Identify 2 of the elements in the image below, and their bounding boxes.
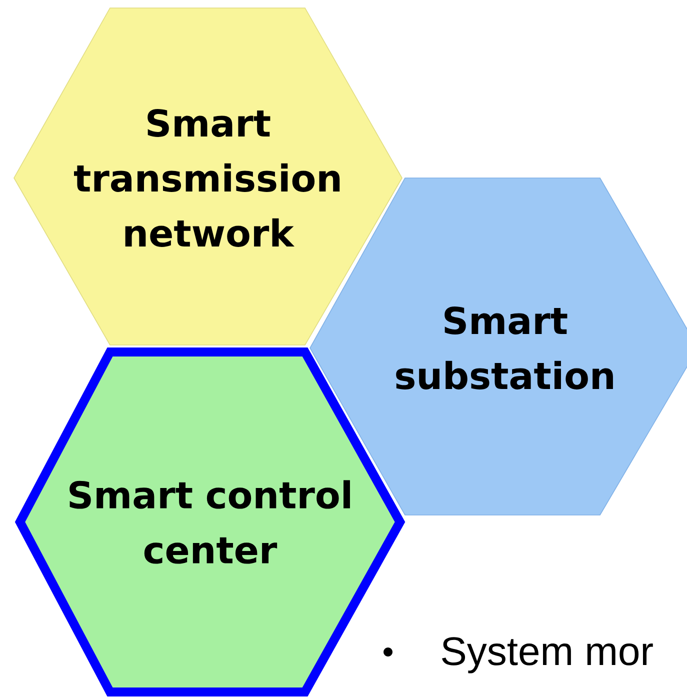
bullet-text: System mor [442, 637, 653, 674]
hexagon: Smart transmission network [14, 8, 402, 346]
